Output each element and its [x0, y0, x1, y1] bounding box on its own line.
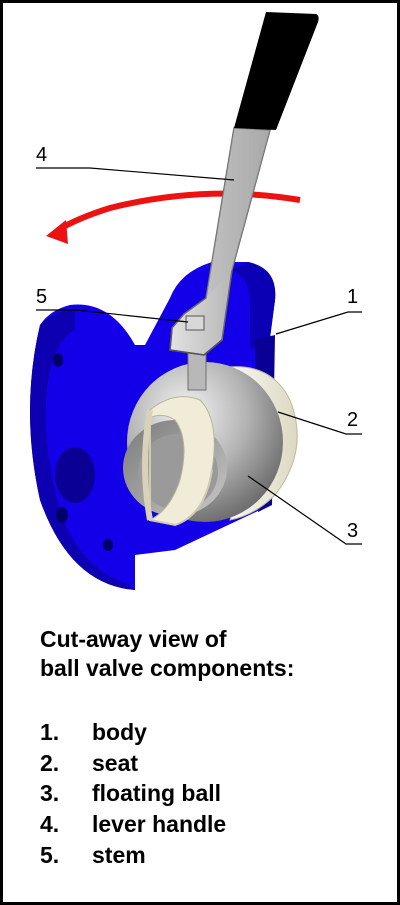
legend-label: lever handle [92, 811, 227, 838]
legend-label: seat [92, 749, 139, 776]
callout-1: 1 [347, 286, 358, 308]
lever-grip [234, 12, 319, 130]
legend-number: 1. [40, 719, 60, 745]
legend-label: body [92, 719, 147, 745]
legend-label: stem [92, 841, 146, 868]
legend-number: 5. [40, 841, 60, 868]
lever-handle [169, 127, 271, 356]
caption-line-2: ball valve components: [40, 655, 295, 681]
caption: Cut-away view of ball valve components: [40, 625, 294, 683]
legend-item-floating-ball: 3. floating ball [40, 778, 226, 809]
leader-line-2 [277, 411, 362, 435]
leader-line-1 [275, 311, 362, 335]
leader-line-3 [247, 475, 362, 545]
legend-label: floating ball [92, 780, 222, 807]
callout-4: 4 [36, 144, 47, 166]
legend-number: 4. [40, 811, 60, 838]
seat-front [142, 396, 215, 527]
callout-3: 3 [347, 520, 358, 542]
legend-item-seat: 2. seat [40, 748, 226, 779]
components-legend: 1. body 2. seat 3. floating ball 4. leve… [40, 717, 226, 871]
leader-line-5 [36, 309, 189, 323]
caption-line-1: Cut-away view of [40, 626, 227, 652]
legend-number: 2. [40, 749, 60, 776]
leader-line-4 [36, 167, 235, 181]
legend-item-body: 1. body [40, 717, 226, 748]
callout-2: 2 [347, 409, 358, 431]
callout-5: 5 [36, 286, 47, 308]
rotation-arrow [46, 190, 301, 244]
legend-item-lever-handle: 4. lever handle [40, 809, 226, 840]
leader-lines [36, 167, 362, 545]
legend-item-stem: 5. stem [40, 840, 226, 871]
legend-number: 3. [40, 780, 60, 807]
